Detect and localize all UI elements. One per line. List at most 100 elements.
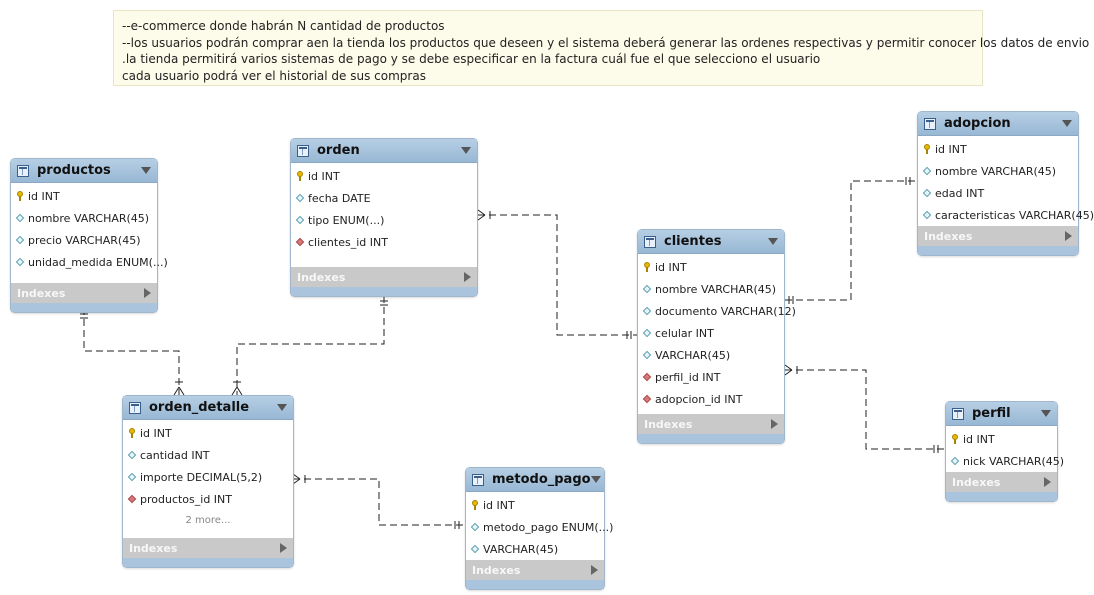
- expand-arrow-icon[interactable]: [1044, 477, 1051, 487]
- column-icon: [15, 213, 25, 223]
- column-row: nombre VARCHAR(45): [11, 207, 157, 229]
- table-header[interactable]: perfil: [946, 402, 1057, 426]
- table-name: adopcion: [944, 116, 1011, 131]
- collapse-arrow-icon[interactable]: [1041, 410, 1051, 417]
- table-clientes[interactable]: clientes id INT nombre VARCHAR(45) docum…: [637, 229, 796, 444]
- table-orden-detalle[interactable]: orden_detalle id INT cantidad INT import…: [122, 395, 294, 568]
- indexes-bar[interactable]: Indexes: [918, 226, 1078, 246]
- column-icon: [470, 544, 480, 554]
- primary-key-icon: [127, 428, 137, 438]
- expand-arrow-icon[interactable]: [1065, 231, 1072, 241]
- collapse-arrow-icon[interactable]: [590, 476, 601, 483]
- table-name: orden: [317, 143, 360, 158]
- indexes-label: Indexes: [129, 541, 178, 555]
- indexes-bar[interactable]: Indexes: [638, 414, 784, 434]
- table-perfil[interactable]: perfil id INT nick VARCHAR(45) Indexes: [945, 401, 1064, 502]
- relation-orden-orden-detalle: [236, 296, 385, 395]
- column-icon: [642, 328, 652, 338]
- column-row: metodo_pago ENUM(...): [466, 516, 613, 538]
- foreign-key-icon: [642, 394, 652, 404]
- relation-clientes-adopcion: [785, 180, 917, 301]
- column-row: caracteristicas VARCHAR(45): [918, 204, 1094, 226]
- table-header[interactable]: adopcion: [918, 112, 1078, 136]
- table-footer: [946, 492, 1057, 501]
- column-row: VARCHAR(45): [466, 538, 604, 560]
- indexes-bar[interactable]: Indexes: [123, 538, 293, 558]
- column-icon: [15, 257, 25, 267]
- collapse-arrow-icon[interactable]: [461, 147, 471, 154]
- collapse-arrow-icon[interactable]: [277, 404, 287, 411]
- collapse-arrow-icon[interactable]: [1062, 120, 1072, 127]
- column-row: id INT: [291, 165, 477, 187]
- table-icon: [952, 407, 964, 420]
- column-icon: [642, 306, 652, 316]
- collapse-arrow-icon[interactable]: [768, 238, 778, 245]
- table-footer: [466, 580, 604, 589]
- foreign-key-icon: [642, 372, 652, 382]
- table-header[interactable]: orden: [291, 139, 477, 163]
- relation-productos-orden-detalle: [83, 308, 180, 395]
- table-icon: [472, 473, 484, 486]
- column-row: id INT: [946, 428, 1057, 450]
- table-name: metodo_pago: [492, 472, 591, 487]
- indexes-label: Indexes: [644, 417, 693, 431]
- table-metodo-pago[interactable]: metodo_pago id INT metodo_pago ENUM(...)…: [465, 467, 613, 590]
- column-row: id INT: [638, 256, 784, 278]
- primary-key-icon: [922, 144, 932, 154]
- column-icon: [127, 450, 137, 460]
- column-row: importe DECIMAL(5,2): [123, 466, 293, 488]
- column-row: id INT: [466, 494, 604, 516]
- column-icon: [295, 215, 305, 225]
- more-columns-label[interactable]: 2 more...: [185, 515, 231, 526]
- column-icon: [922, 188, 932, 198]
- expand-arrow-icon[interactable]: [144, 288, 151, 298]
- table-footer: [11, 303, 157, 312]
- table-name: perfil: [972, 406, 1011, 421]
- column-row: perfil_id INT: [638, 366, 784, 388]
- primary-key-icon: [15, 191, 25, 201]
- column-row: fecha DATE: [291, 187, 477, 209]
- primary-key-icon: [295, 171, 305, 181]
- table-orden[interactable]: orden id INT fecha DATE tipo ENUM(...) c…: [290, 138, 478, 297]
- column-icon: [950, 456, 960, 466]
- indexes-bar[interactable]: Indexes: [466, 560, 604, 580]
- column-icon: [922, 166, 932, 176]
- table-name: orden_detalle: [149, 400, 250, 415]
- column-icon: [922, 210, 932, 220]
- relation-clientes-perfil: [785, 369, 946, 450]
- foreign-key-icon: [295, 237, 305, 247]
- table-productos[interactable]: productos id INT nombre VARCHAR(45) prec…: [10, 158, 168, 313]
- table-name: productos: [37, 163, 111, 178]
- table-header[interactable]: metodo_pago: [466, 468, 604, 492]
- table-footer: [918, 246, 1078, 255]
- expand-arrow-icon[interactable]: [280, 543, 287, 553]
- table-header[interactable]: productos: [11, 159, 157, 183]
- column-row: precio VARCHAR(45): [11, 229, 157, 251]
- collapse-arrow-icon[interactable]: [141, 167, 151, 174]
- indexes-bar[interactable]: Indexes: [291, 267, 477, 287]
- column-icon: [642, 350, 652, 360]
- primary-key-icon: [470, 500, 480, 510]
- column-row: unidad_medida ENUM(...): [11, 251, 168, 273]
- column-row: cantidad INT: [123, 444, 293, 466]
- table-adopcion[interactable]: adopcion id INT nombre VARCHAR(45) edad …: [917, 111, 1094, 256]
- table-header[interactable]: clientes: [638, 230, 784, 254]
- column-row: productos_id INT: [123, 488, 293, 510]
- column-row: documento VARCHAR(12): [638, 300, 796, 322]
- column-row: id INT: [11, 185, 157, 207]
- foreign-key-icon: [127, 494, 137, 504]
- relation-orden-clientes: [478, 214, 638, 336]
- column-row: VARCHAR(45): [638, 344, 784, 366]
- table-icon: [17, 164, 29, 177]
- expand-arrow-icon[interactable]: [464, 272, 471, 282]
- indexes-bar[interactable]: Indexes: [11, 283, 157, 303]
- note-box: --e-commerce donde habrán N cantidad de …: [113, 10, 1089, 86]
- table-header[interactable]: orden_detalle: [123, 396, 293, 420]
- expand-arrow-icon[interactable]: [771, 419, 778, 429]
- column-icon: [15, 235, 25, 245]
- expand-arrow-icon[interactable]: [591, 565, 598, 575]
- indexes-bar[interactable]: Indexes: [946, 472, 1057, 492]
- note-line: .la tienda permitirá varios sistemas de …: [122, 52, 821, 66]
- column-row: id INT: [123, 422, 293, 444]
